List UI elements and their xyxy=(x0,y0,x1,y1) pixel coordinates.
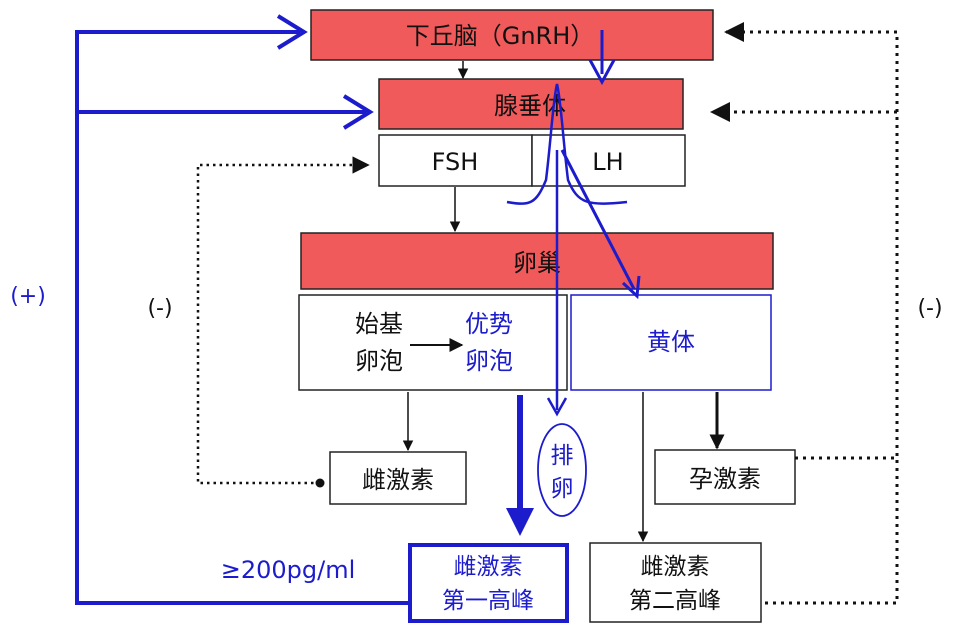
estrogen-second-peak-box: 雌激素 第二高峰 xyxy=(589,542,762,623)
follicle-box: 始基 卵泡 优势 卵泡 xyxy=(298,294,568,391)
pituitary-feedback-arrowhead xyxy=(710,102,730,122)
ovulation-ellipse: 排 卵 xyxy=(537,423,587,517)
lh-surge-curve xyxy=(506,83,628,205)
estrogen-first-peak-box: 雌激素 第一高峰 xyxy=(408,543,569,623)
ovulation-arrowhead xyxy=(546,397,568,417)
ovulation-line1: 排 xyxy=(551,443,574,469)
hypothalamus-feedback-arrowhead xyxy=(724,22,744,42)
hypothalamus-label: 下丘脑（GnRH） xyxy=(406,22,595,50)
estrogen-second-peak-line1: 雌激素 xyxy=(641,554,710,580)
pituitary-box: 腺垂体 xyxy=(378,78,684,130)
first-peak-arrowhead xyxy=(506,508,534,536)
progesterone-label: 孕激素 xyxy=(689,465,761,493)
positive-feedback-label: (+) xyxy=(10,284,46,309)
ovary-label: 卵巢 xyxy=(513,249,561,277)
dominant-follicle-line2: 卵泡 xyxy=(465,347,513,375)
estrogen-box: 雌激素 xyxy=(329,451,467,505)
primordial-follicle-line2: 卵泡 xyxy=(355,347,403,375)
hypothalamus-box: 下丘脑（GnRH） xyxy=(310,9,714,61)
negative-feedback-left-label: (-) xyxy=(147,296,172,321)
estrogen-first-peak-line2: 第一高峰 xyxy=(442,588,534,614)
negative-feedback-right-label: (-) xyxy=(917,296,942,321)
lh-to-corpus-luteum-arrow xyxy=(560,149,636,290)
estrogen-negative-feedback-line xyxy=(196,156,370,485)
fsh-box: FSH xyxy=(378,134,533,187)
corpus-luteum-box: 黄体 xyxy=(570,294,772,391)
lh-label: LH xyxy=(592,148,623,176)
threshold-label: ≥200pg/ml xyxy=(221,556,356,584)
corpus-luteum-label: 黄体 xyxy=(647,328,695,356)
primordial-follicle-line1: 始基 xyxy=(355,310,403,338)
positive-feedback-pituitary-arrowhead xyxy=(342,94,374,130)
fsh-label: FSH xyxy=(432,148,479,176)
estrogen-first-peak-line1: 雌激素 xyxy=(454,554,523,580)
ovulation-line2: 卵 xyxy=(551,476,574,502)
ovary-box: 卵巢 xyxy=(300,232,774,290)
positive-feedback-line xyxy=(75,30,408,605)
positive-feedback-hypothalamus-arrowhead xyxy=(276,14,308,50)
estrogen-label: 雌激素 xyxy=(362,466,434,494)
gnrh-surge-arrowhead xyxy=(588,59,616,86)
dominant-follicle-line1: 优势 xyxy=(465,310,513,338)
estrogen-second-peak-line2: 第二高峰 xyxy=(629,588,721,614)
progesterone-to-hypothalamus-feedback-line xyxy=(725,30,899,460)
progesterone-box: 孕激素 xyxy=(654,449,796,505)
estrogen-feedback-dot xyxy=(315,478,325,488)
corpus-luteum-arrowhead xyxy=(621,275,641,300)
lh-box: LH xyxy=(531,134,686,187)
